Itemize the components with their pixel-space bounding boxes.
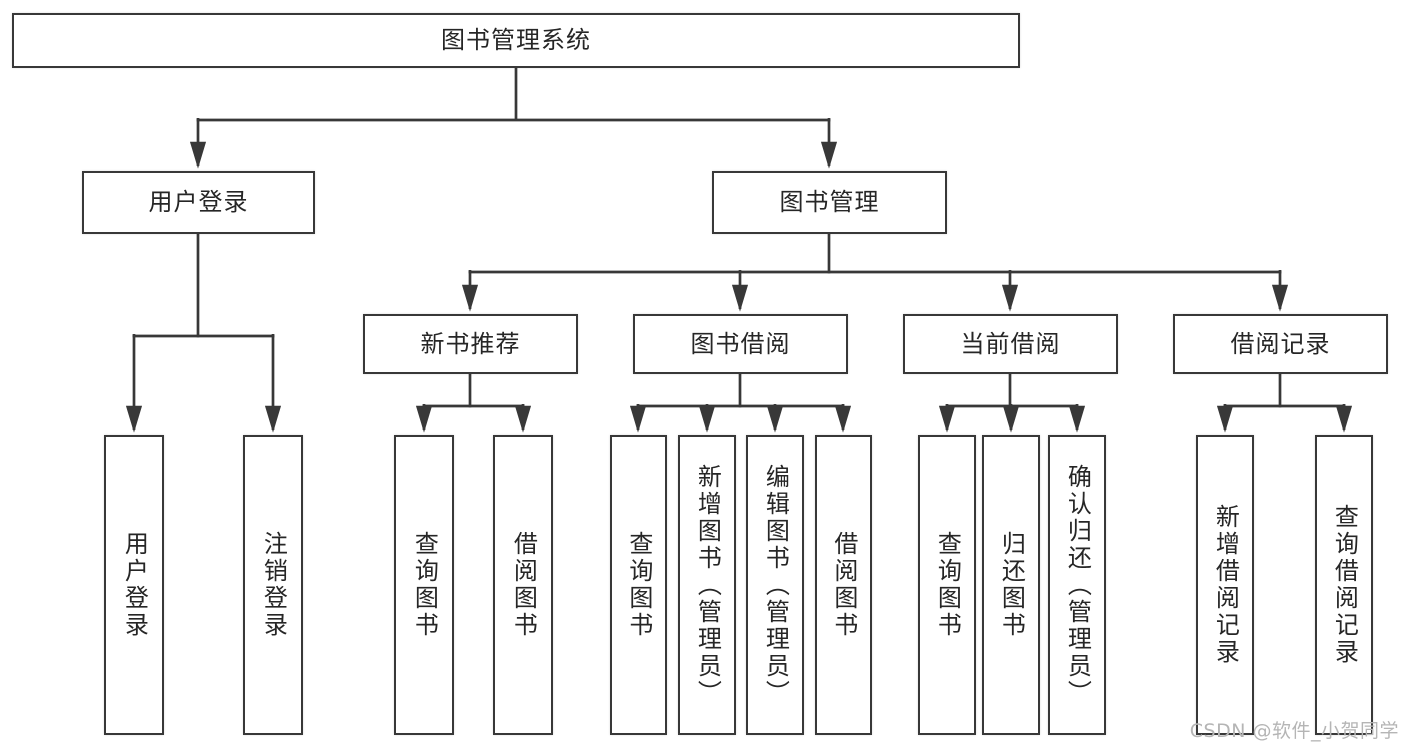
node-current-borrow: 当前借阅 bbox=[903, 314, 1118, 374]
node-new-book-recommend: 新书推荐 bbox=[363, 314, 578, 374]
connector-user-login-to-leaves bbox=[125, 234, 282, 433]
leaf-query-books-recommend: 查询图书 bbox=[394, 435, 454, 735]
leaf-user-login: 用户登录 bbox=[104, 435, 164, 735]
leaf-query-books-current: 查询图书 bbox=[918, 435, 976, 735]
connector-book-management-to-level3 bbox=[461, 234, 1289, 312]
node-book-management: 图书管理 bbox=[712, 171, 947, 234]
leaf-return-book: 归还图书 bbox=[982, 435, 1040, 735]
node-user-login: 用户登录 bbox=[82, 171, 315, 234]
connector-current-borrow-to-leaves bbox=[938, 374, 1086, 433]
leaf-borrow-books-recommend: 借阅图书 bbox=[493, 435, 553, 735]
connector-root-to-level2 bbox=[189, 68, 838, 169]
leaf-confirm-return-admin: 确认归还（管理员） bbox=[1048, 435, 1106, 735]
leaf-add-borrow-record: 新增借阅记录 bbox=[1196, 435, 1254, 735]
connector-new-book-recommend-to-leaves bbox=[415, 374, 532, 433]
leaf-logout: 注销登录 bbox=[243, 435, 303, 735]
node-borrow-records: 借阅记录 bbox=[1173, 314, 1388, 374]
watermark: CSDN @软件_小贺同学 bbox=[1189, 720, 1399, 742]
leaf-borrow-books: 借阅图书 bbox=[815, 435, 872, 735]
node-book-borrow: 图书借阅 bbox=[633, 314, 848, 374]
leaf-add-book-admin: 新增图书（管理员） bbox=[678, 435, 736, 735]
leaf-query-borrow-record: 查询借阅记录 bbox=[1315, 435, 1373, 735]
leaf-edit-book-admin: 编辑图书（管理员） bbox=[746, 435, 804, 735]
node-root: 图书管理系统 bbox=[12, 13, 1020, 68]
connector-borrow-records-to-leaves bbox=[1216, 374, 1353, 433]
connector-book-borrow-to-leaves bbox=[629, 374, 852, 433]
leaf-query-books-borrow: 查询图书 bbox=[610, 435, 667, 735]
